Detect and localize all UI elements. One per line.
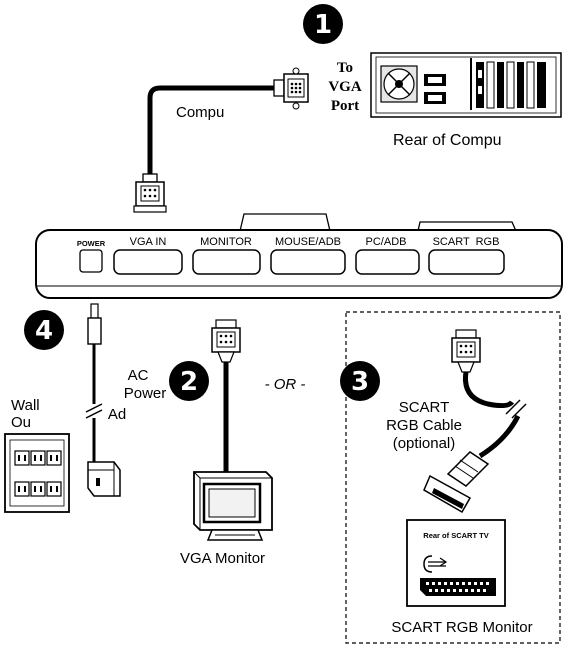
svg-text:MONITOR: MONITOR: [200, 236, 252, 248]
svg-text:Power: Power: [124, 385, 167, 402]
svg-text:SCART: SCART: [399, 399, 450, 416]
power-adapter-cable: [85, 303, 121, 497]
scart-tv-rear-label: Rear of SCART TV: [423, 531, 488, 540]
svg-text:3: 3: [351, 367, 369, 397]
svg-text:(optional): (optional): [393, 435, 456, 452]
port-vga-in: VGA IN: [113, 236, 183, 275]
vga-connector-bottom-icon: [133, 173, 167, 213]
wall-outlet-icon: [4, 433, 70, 513]
power-adapter-icon: [87, 461, 121, 497]
scart-tv-rear-panel: Rear of SCART TV: [406, 519, 506, 607]
switch-box: POWER VGA IN MONITOR MOUSE/ADB PC/ADB SC…: [35, 213, 563, 299]
rear-of-computer-label: Rear of Compu: [393, 132, 502, 149]
vga-monitor-label: VGA Monitor: [180, 550, 265, 567]
port-mouse-adb: MOUSE/ADB: [270, 236, 346, 275]
fan-icon: [380, 65, 418, 103]
svg-text:Wall: Wall: [11, 397, 40, 414]
step-2-badge: 2: [169, 361, 209, 401]
svg-text:To: To: [337, 60, 353, 76]
svg-text:RGB Cable: RGB Cable: [386, 417, 462, 434]
computer-rear-panel: [370, 52, 562, 118]
scart-socket-icon: [420, 578, 496, 596]
scart-plug-icon: [423, 451, 490, 514]
vga-connector-top-icon: [273, 67, 309, 110]
or-label: - OR -: [265, 376, 306, 393]
svg-text:Ad: Ad: [108, 406, 126, 423]
step-4-badge: 4: [24, 310, 64, 350]
scart-socket-symbol-icon: [423, 555, 448, 573]
computer-cable: [133, 67, 309, 213]
svg-text:MOUSE/ADB: MOUSE/ADB: [275, 236, 341, 248]
wall-outlet-label: Wall Ou: [11, 397, 40, 431]
power-button[interactable]: [79, 249, 103, 273]
expansion-slots: [476, 61, 546, 109]
port-pc-adb: PC/ADB: [355, 236, 420, 275]
vga-monitor-icon: [193, 471, 273, 541]
power-adapter-label: AC Power Ad: [108, 367, 166, 423]
scart-optional-box: [345, 311, 561, 644]
svg-text:Ou: Ou: [11, 414, 31, 431]
power-label: POWER: [77, 239, 106, 248]
scart-cable-label: SCART RGB Cable (optional): [386, 399, 462, 452]
port-monitor: MONITOR: [192, 236, 261, 275]
step-3-badge: 3: [340, 361, 380, 401]
computer-cable-label: Compu: [176, 104, 224, 121]
step-1-badge: 1: [303, 4, 343, 44]
to-vga-port-label: To VGA Port: [328, 60, 362, 114]
svg-text:4: 4: [35, 316, 53, 346]
svg-text:Port: Port: [331, 98, 359, 114]
svg-text:VGA IN: VGA IN: [130, 236, 167, 248]
svg-text:2: 2: [180, 367, 198, 397]
svg-text:1: 1: [314, 10, 332, 40]
scart-cable: [423, 329, 527, 514]
power-socket-icon: [424, 74, 446, 104]
port-scart-rgb: SCART RGB: [428, 236, 505, 275]
svg-text:AC: AC: [128, 367, 149, 384]
svg-text:VGA: VGA: [328, 79, 362, 95]
vga-monitor-cable: [211, 319, 241, 472]
scart-monitor-label: SCART RGB Monitor: [391, 619, 532, 636]
svg-text:SCART RGB: SCART RGB: [433, 236, 500, 248]
svg-text:PC/ADB: PC/ADB: [366, 236, 407, 248]
